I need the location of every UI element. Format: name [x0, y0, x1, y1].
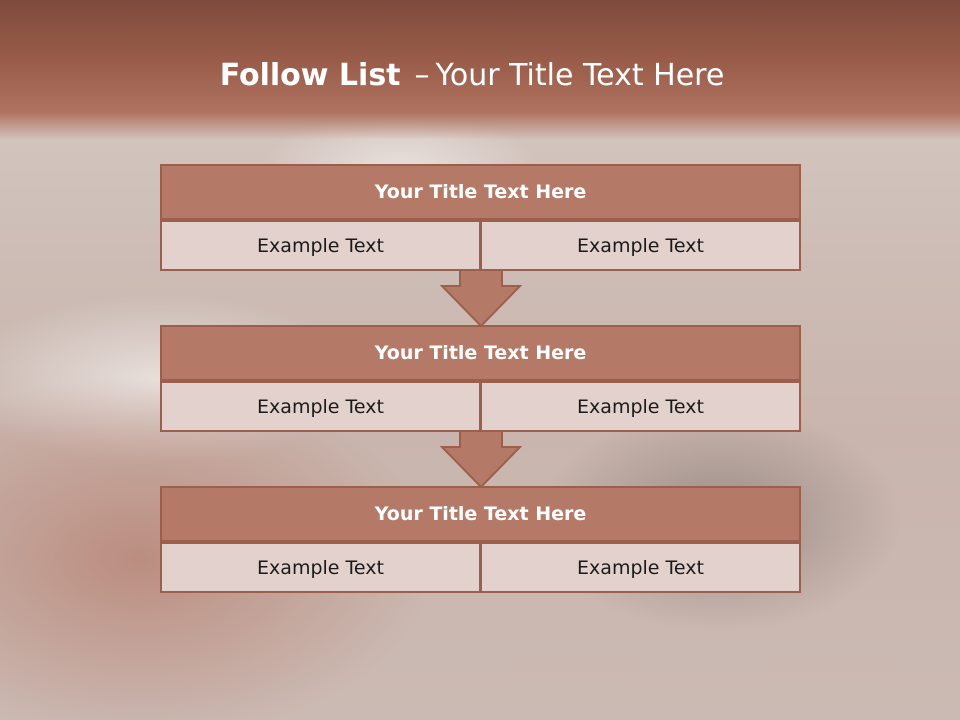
block-title: Your Title Text Here	[160, 164, 801, 220]
down-arrow-icon	[440, 270, 522, 328]
block-title: Your Title Text Here	[160, 486, 801, 542]
header-band	[0, 0, 960, 140]
slide-title-rest: Your Title Text Here	[435, 58, 725, 93]
slide-title-bold: Follow List	[219, 58, 401, 93]
slide-title-dash: –	[414, 58, 430, 93]
slide-title: Follow List–Your Title Text Here	[0, 54, 944, 98]
block-cell-left: Example Text	[160, 381, 481, 432]
block-title: Your Title Text Here	[160, 325, 801, 381]
block-cell-right: Example Text	[480, 542, 801, 593]
block-cell-right: Example Text	[480, 220, 801, 271]
block-cell-right: Example Text	[480, 381, 801, 432]
block-cell-left: Example Text	[160, 220, 481, 271]
block-cell-left: Example Text	[160, 542, 481, 593]
down-arrow-icon	[440, 431, 522, 489]
